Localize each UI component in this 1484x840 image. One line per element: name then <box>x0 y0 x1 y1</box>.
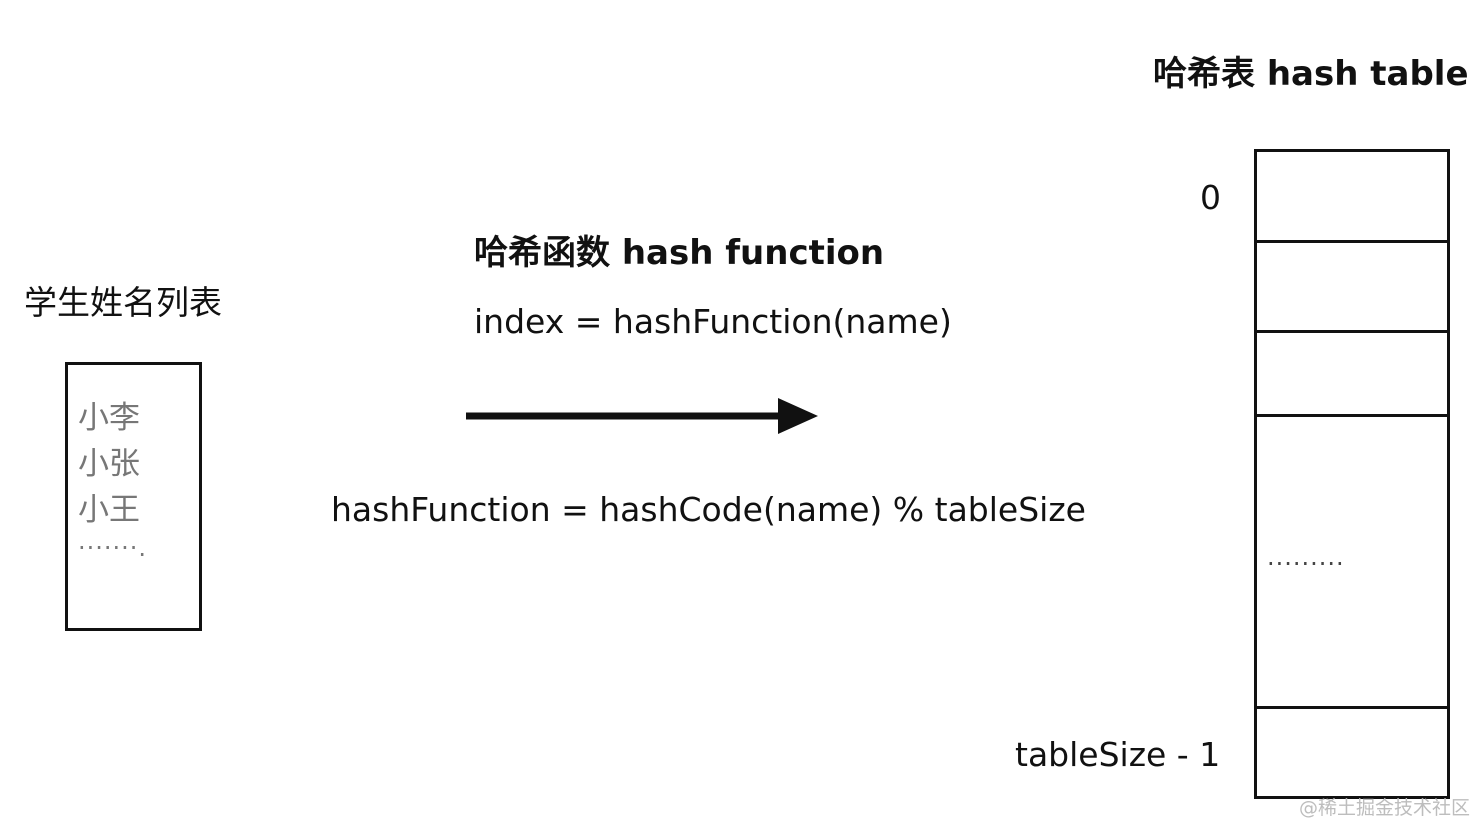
watermark: @稀土掘金技术社区 <box>1299 797 1471 819</box>
hash-function-title: 哈希函数 hash function <box>474 233 885 273</box>
table-divider <box>1257 330 1447 333</box>
last-index-label: tableSize - 1 <box>1015 735 1221 774</box>
index-formula: index = hashFunction(name) <box>474 302 952 341</box>
student-names: 小李 小张 小王 ·······. <box>78 395 147 563</box>
table-divider <box>1257 706 1447 709</box>
student-name-item: 小李 <box>78 400 140 436</box>
student-list-title: 学生姓名列表 <box>24 283 222 322</box>
table-ellipsis: ········· <box>1267 550 1345 578</box>
table-divider <box>1257 240 1447 243</box>
hash-table-title: 哈希表 hash table <box>1153 54 1469 94</box>
hash-table: ········· <box>1254 149 1450 799</box>
table-divider <box>1257 414 1447 417</box>
student-name-item: 小张 <box>78 446 140 482</box>
arrow-head <box>778 398 818 434</box>
student-name-item: 小王 <box>78 492 140 528</box>
mapping-arrow <box>466 398 818 434</box>
first-index-label: 0 <box>1200 178 1221 217</box>
hash-formula: hashFunction = hashCode(name) % tableSiz… <box>331 490 1086 529</box>
student-name-list: 小李 小张 小王 ·······. <box>65 362 202 631</box>
list-ellipsis: ·······. <box>78 534 148 562</box>
